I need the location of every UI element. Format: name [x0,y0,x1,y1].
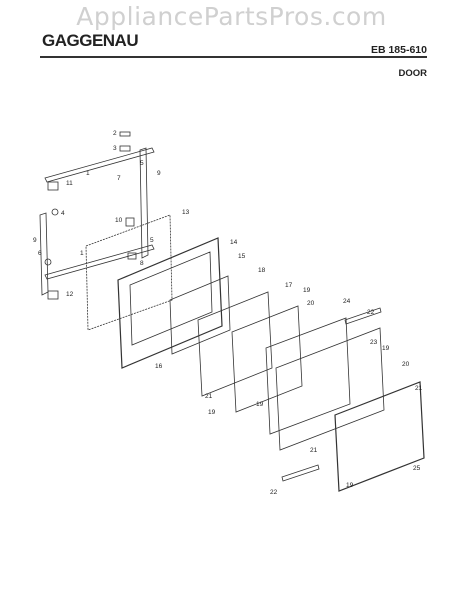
inner-door-panel-14 [117,237,223,369]
callout-label: 5 [150,237,154,244]
bracket-part-11 [47,181,59,191]
door-strip-lower [44,244,155,280]
callout-label: 25 [413,465,421,472]
callout-label: 21 [205,393,213,400]
callout-label: 19 [303,287,311,294]
glass-panel-b [231,305,303,413]
callout-label: 10 [115,217,123,224]
callout-label: 19 [208,409,216,416]
callout-label: 9 [157,170,161,177]
gasket-15 [169,275,231,355]
callout-label: 4 [61,210,65,217]
callout-label: 3 [113,145,117,152]
inner-door-window [129,251,213,346]
callout-label: 24 [343,298,351,305]
callout-label: 13 [182,209,190,216]
callout-label: 20 [402,361,410,368]
watermark: AppliancePartsPros.com [76,2,387,31]
bracket-part-12 [47,290,59,300]
callout-label: 8 [140,260,144,267]
callout-label: 1 [86,170,90,177]
callout-label: 7 [117,175,121,182]
callout-label: 15 [238,253,246,260]
callout-label: 19 [382,345,390,352]
brand-logo: GAGGENAU [42,31,139,50]
callout-label: 1 [80,250,84,257]
callout-label: 22 [367,309,375,316]
callout-label: 22 [270,489,278,496]
glass-panel-a [197,291,273,397]
door-seal-13 [85,214,173,331]
screw-part-6 [44,258,52,266]
side-rail-right [139,147,149,259]
clip-part-2 [119,131,131,137]
hinge-part-8 [127,252,137,260]
hinge-part-10 [125,217,135,227]
door-strip-top [44,147,155,183]
model-number: EB 185-610 [370,44,427,56]
frame-23 [275,327,385,451]
bottom-strip-22 [281,464,320,482]
callout-label: 21 [415,385,423,392]
callout-label: 6 [38,250,42,257]
callout-label: 19 [346,482,354,489]
callout-label: 19 [256,401,264,408]
callout-label: 14 [230,239,238,246]
callout-label: 12 [66,291,74,298]
callout-label: 23 [370,339,378,346]
clip-part-3 [119,145,131,152]
callout-label: 17 [285,282,293,289]
outer-glass-25 [334,381,425,492]
callout-label: 11 [66,180,73,187]
callout-label: 9 [33,237,37,244]
callout-labels: 1 1 2 3 4 5 5 6 7 8 9 9 10 11 12 13 14 1… [33,130,423,496]
callout-label: 18 [258,267,266,274]
frame-24 [265,317,351,435]
screw-part-4 [51,208,59,216]
callout-label: 20 [307,300,315,307]
strip-22-right [344,307,382,325]
header-rule [40,56,427,58]
callout-label: 21 [310,447,318,454]
callout-label: 16 [155,363,163,370]
callout-label: 2 [113,130,117,137]
section-title: DOOR [398,68,428,79]
callout-label: 5 [140,160,144,167]
